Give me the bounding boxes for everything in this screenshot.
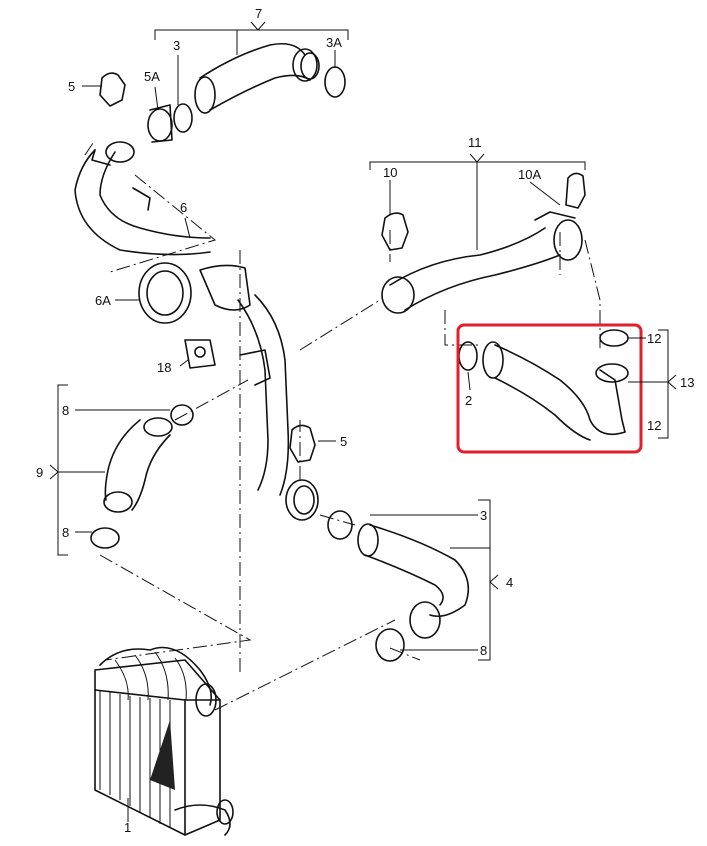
shield-part-10 [381,212,409,251]
leader-lines [49,21,677,822]
label-5A: 5A [144,69,160,84]
pipe-part-6 [74,141,211,256]
sensor-part-18 [184,339,216,369]
label-10A: 10A [518,167,541,182]
elbow-part-6A [138,262,251,324]
center-pipe [237,294,319,521]
label-1: 1 [124,820,131,835]
assembly-lines [84,139,601,711]
shield-part-5-top [99,72,126,107]
hose-part-11 [381,211,583,314]
clamp-part-5A [147,104,173,143]
shield-part-10A [565,172,586,209]
label-8-lower: 8 [62,525,69,540]
hose-part-4 [327,510,470,662]
label-6: 6 [180,200,187,215]
highlight-box [456,323,643,454]
label-3-right: 3 [480,508,487,523]
label-3-top: 3 [173,38,180,53]
shield-part-5-mid [289,424,316,463]
label-5-mid: 5 [340,434,347,449]
label-4: 4 [506,575,513,590]
hose-part-9 [90,404,194,549]
label-6A: 6A [95,293,111,308]
hose-part-13 [458,329,629,441]
part-labels: 7 3 3A 5 5A 6 6A 18 11 10 10A 12 2 13 12… [36,6,694,835]
label-11: 11 [468,135,482,150]
label-12-top: 12 [647,331,661,346]
label-18: 18 [157,360,171,375]
label-8-right: 8 [480,643,487,658]
label-8-upper: 8 [62,403,69,418]
label-12-bottom: 12 [647,418,661,433]
intercooler-part-1 [94,646,234,836]
label-7: 7 [255,6,262,21]
label-3A: 3A [326,35,342,50]
hose-part-7 [173,42,346,133]
label-9: 9 [36,465,43,480]
label-13: 13 [680,375,694,390]
label-10: 10 [383,165,397,180]
label-5-top: 5 [68,79,75,94]
label-2: 2 [465,393,472,408]
